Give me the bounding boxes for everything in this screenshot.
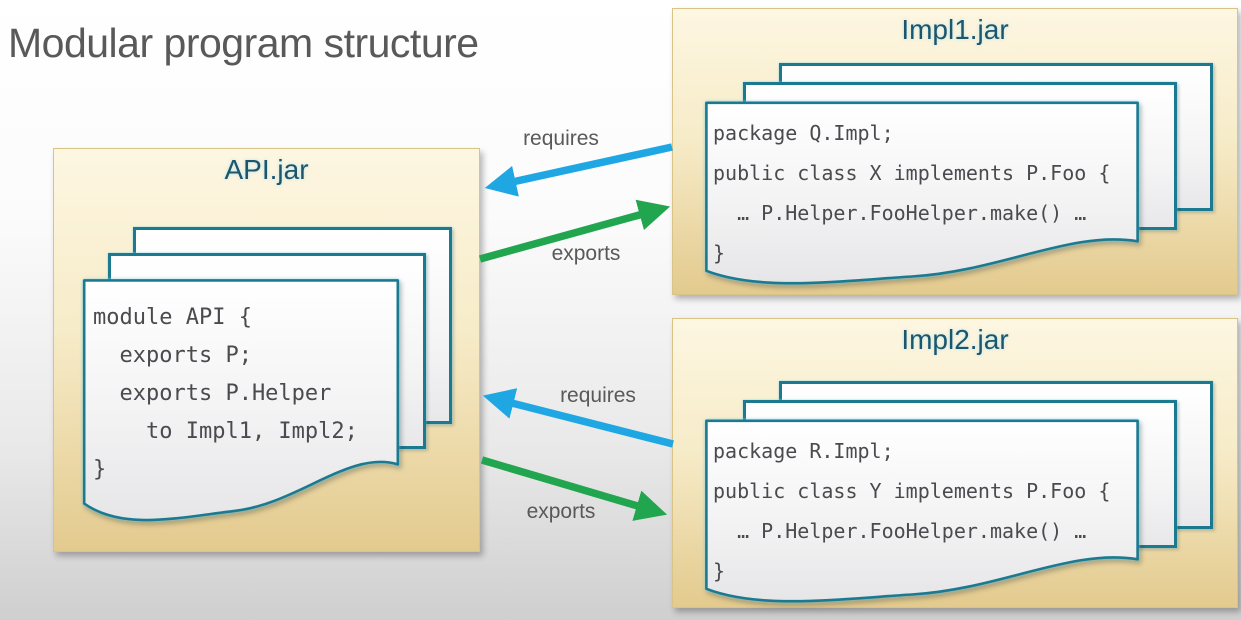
module-box-impl2: Impl2.jar package R.Impl; public class Y…	[672, 318, 1238, 608]
requires-arrow-impl1-to-api	[484, 143, 673, 197]
module-title-impl2: Impl2.jar	[901, 324, 1009, 355]
exports-label-bottom: exports	[526, 500, 596, 523]
document-front	[81, 278, 401, 533]
document-front	[702, 419, 1142, 611]
document-front	[702, 101, 1142, 293]
code-snippet-api: module API { exports P; exports P.Helper…	[93, 305, 358, 482]
module-title-api: API.jar	[224, 154, 309, 185]
requires-label-bottom: requires	[560, 384, 636, 407]
exports-label-top: exports	[551, 242, 621, 265]
module-box-impl1: Impl1.jar package Q.Impl; public class X…	[672, 8, 1238, 295]
code-snippet-impl2: package R.Impl; public class Y implement…	[713, 439, 1111, 583]
requires-label-top: requires	[523, 127, 599, 150]
module-title-impl1: Impl1.jar	[901, 14, 1009, 45]
module-box-api: API.jar module API { exports P; exports …	[53, 148, 480, 552]
code-snippet-impl1: package Q.Impl; public class X implement…	[713, 121, 1111, 265]
slide-title: Modular program structure	[8, 20, 479, 66]
